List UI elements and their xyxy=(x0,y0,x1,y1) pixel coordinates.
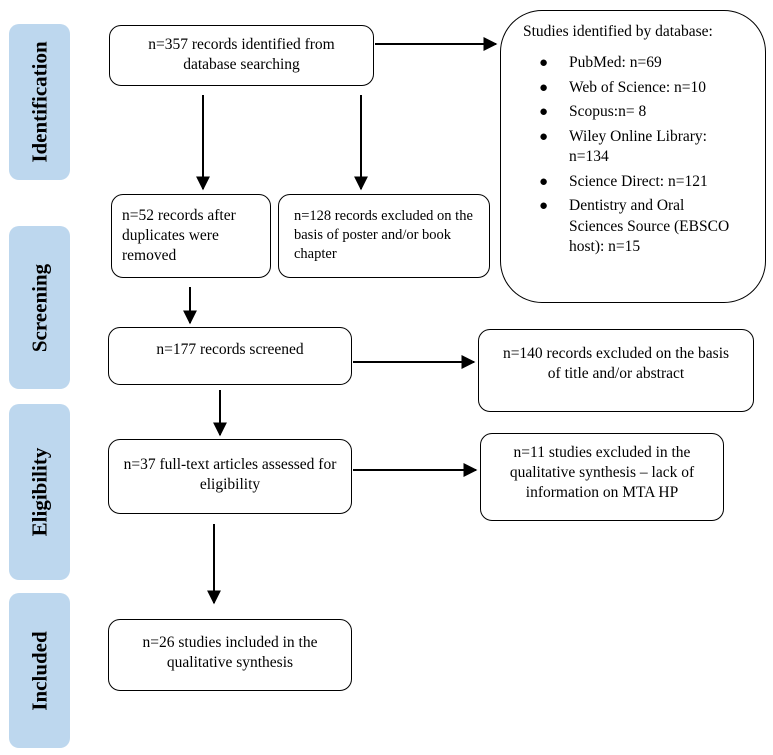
database-list-item: ●Wiley Online Library: n=134 xyxy=(539,127,707,166)
excluded-title-text: n=140 records excluded on the basis of t… xyxy=(502,345,730,382)
excluded-poster-text: n=128 records excluded on the basis of p… xyxy=(294,208,473,262)
bullet-icon: ● xyxy=(539,198,549,214)
bullet-icon: ● xyxy=(539,79,549,96)
excluded-title-box: n=140 records excluded on the basis of t… xyxy=(478,329,754,412)
database-sources-box: Studies identified by database: ●PubMed:… xyxy=(500,10,766,303)
database-list-item: ●Web of Science: n=10 xyxy=(539,78,739,99)
screened-records-text: n=177 records screened xyxy=(156,341,304,358)
screened-records-box: n=177 records screened xyxy=(108,327,352,385)
bullet-icon: ● xyxy=(539,128,549,145)
after-duplicates-box: n=52 records after duplicates were remov… xyxy=(111,194,271,278)
bullet-icon: ● xyxy=(539,104,549,120)
full-text-box: n=37 full-text articles assessed for eli… xyxy=(108,439,352,514)
database-list-item: ●Science Direct: n=121 xyxy=(539,172,739,193)
phase-screening: Screening xyxy=(9,226,70,389)
phase-eligibility: Eligibility xyxy=(9,404,70,580)
excluded-mta-box: n=11 studies excluded in the qualitative… xyxy=(480,433,724,521)
bullet-icon: ● xyxy=(539,173,549,190)
phase-included: Included xyxy=(9,593,70,748)
excluded-mta-text: n=11 studies excluded in the qualitative… xyxy=(509,444,695,501)
full-text-text: n=37 full-text articles assessed for eli… xyxy=(123,456,337,493)
identified-records-text: n=357 records identified from database s… xyxy=(148,36,335,73)
database-list-item: ●Scopus:n= 8 xyxy=(539,102,739,123)
excluded-poster-box: n=128 records excluded on the basis of p… xyxy=(278,194,490,278)
database-list: ●PubMed: n=69 ●Web of Science: n=10 ●Sco… xyxy=(539,53,739,262)
database-list-item: ●Dentistry and Oral Sciences Source (EBS… xyxy=(539,197,730,255)
bullet-icon: ● xyxy=(539,55,549,71)
database-sources-title: Studies identified by database: xyxy=(523,23,713,40)
included-studies-box: n=26 studies included in the qualitative… xyxy=(108,619,352,691)
phase-identification: Identification xyxy=(9,24,70,180)
after-duplicates-text: n=52 records after duplicates were remov… xyxy=(122,207,236,264)
identified-records-box: n=357 records identified from database s… xyxy=(109,25,374,86)
database-list-item: ●PubMed: n=69 xyxy=(539,53,739,74)
included-studies-text: n=26 studies included in the qualitative… xyxy=(142,634,318,671)
